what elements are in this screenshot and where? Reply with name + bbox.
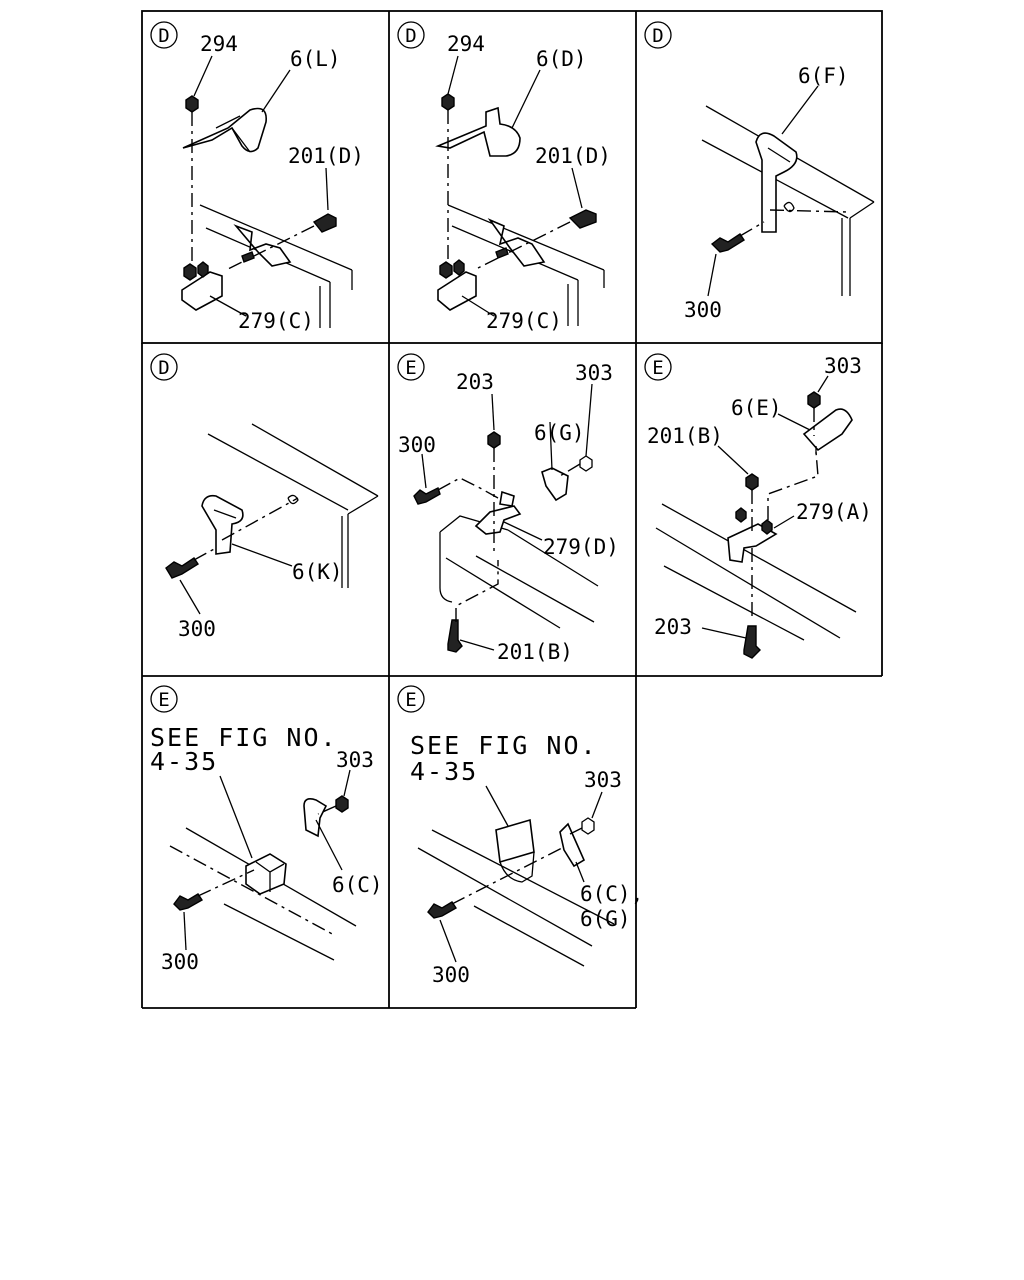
panel-7: E SEE FIG NO. 4-35 303 6(C) 300 bbox=[150, 685, 383, 974]
view-marker-d: D bbox=[150, 353, 178, 381]
panel-6: E 303 6(E) 201(B) 279(A) 203 bbox=[644, 353, 872, 659]
view-marker-label: D bbox=[158, 357, 169, 379]
view-marker-label: D bbox=[405, 25, 416, 47]
view-marker-e: E bbox=[150, 685, 178, 713]
panel-1: D 294 6(L) 201(D) 279(C) bbox=[150, 21, 364, 333]
callout-label: 201(D) bbox=[535, 144, 611, 168]
callout-label: 6(L) bbox=[290, 47, 341, 71]
view-marker-e: E bbox=[397, 353, 425, 381]
callout-label: 300 bbox=[684, 298, 722, 322]
view-marker-label: E bbox=[405, 689, 416, 711]
view-marker-d: D bbox=[397, 21, 425, 49]
callout-label: 279(A) bbox=[796, 500, 872, 524]
callout-label: 201(D) bbox=[288, 144, 364, 168]
view-marker-d: D bbox=[644, 21, 672, 49]
callout-label: 6(C) bbox=[332, 873, 383, 897]
callout-label: 279(C) bbox=[238, 309, 314, 333]
see-figure-note: SEE FIG NO. bbox=[410, 731, 598, 760]
panel-2: D 294 6(D) 201(D) 279(C) bbox=[397, 21, 611, 333]
callout-label: 6(K) bbox=[292, 560, 343, 584]
callout-label: 6(E) bbox=[731, 396, 782, 420]
view-marker-e: E bbox=[397, 685, 425, 713]
panel-8: E SEE FIG NO. 4-35 303 6(C), 6(G) 300 bbox=[397, 685, 643, 987]
view-marker-e: E bbox=[644, 353, 672, 381]
panel-grid bbox=[141, 10, 883, 1009]
callout-label: 6(G) bbox=[580, 907, 631, 931]
view-marker-label: E bbox=[405, 357, 416, 379]
view-marker-label: D bbox=[158, 25, 169, 47]
callout-label: 300 bbox=[178, 617, 216, 641]
view-marker-label: D bbox=[652, 25, 663, 47]
see-figure-note: SEE FIG NO. bbox=[150, 723, 338, 752]
callout-label: 201(B) bbox=[647, 424, 723, 448]
panel-4: D 6(K) 300 bbox=[150, 353, 379, 641]
callout-label: 6(D) bbox=[536, 47, 587, 71]
callout-label: 303 bbox=[336, 748, 374, 772]
callout-label: 300 bbox=[432, 963, 470, 987]
callout-label: 300 bbox=[398, 433, 436, 457]
view-marker-label: E bbox=[158, 689, 169, 711]
panel-5: E 203 303 6(G) 300 279(D) 201(B) bbox=[397, 353, 619, 664]
callout-label: 6(G) bbox=[534, 421, 585, 445]
callout-label: 201(B) bbox=[497, 640, 573, 664]
callout-label: 303 bbox=[584, 768, 622, 792]
callout-label: 294 bbox=[200, 32, 238, 56]
callout-label: 203 bbox=[654, 615, 692, 639]
panel-3: D 6(F) 300 bbox=[644, 21, 875, 322]
callout-label: 303 bbox=[824, 354, 862, 378]
callout-label: 303 bbox=[575, 361, 613, 385]
callout-label: 300 bbox=[161, 950, 199, 974]
callout-label: 279(D) bbox=[543, 535, 619, 559]
callout-label: 6(C), bbox=[580, 882, 643, 906]
view-marker-label: E bbox=[652, 357, 663, 379]
see-figure-number: 4-35 bbox=[410, 757, 478, 786]
see-figure-number: 4-35 bbox=[150, 747, 218, 776]
callout-label: 294 bbox=[447, 32, 485, 56]
view-marker-d: D bbox=[150, 21, 178, 49]
callout-label: 279(C) bbox=[486, 309, 562, 333]
callout-label: 6(F) bbox=[798, 64, 849, 88]
callout-label: 203 bbox=[456, 370, 494, 394]
